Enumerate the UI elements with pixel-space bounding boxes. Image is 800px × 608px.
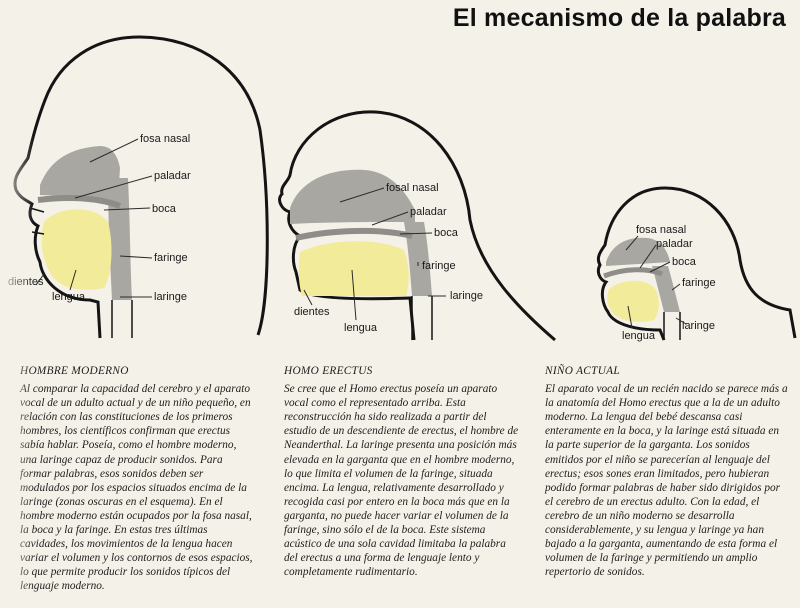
modern-nasal-cavity xyxy=(40,146,120,200)
erectus-palate xyxy=(296,231,412,238)
modern-palate xyxy=(38,198,120,206)
column-text: Se cree que el Homo erectus poseía un ap… xyxy=(284,382,519,579)
modern-label-teeth: dientes xyxy=(8,276,44,288)
column-modern-man: HOMBRE MODERNO Al comparar la capacidad … xyxy=(20,364,255,594)
modern-label-nasal: fosa nasal xyxy=(140,133,190,145)
column-homo-erectus: HOMO ERECTUS Se cree que el Homo erectus… xyxy=(284,364,519,579)
column-heading: HOMO ERECTUS xyxy=(284,364,519,378)
child-label-tongue: lengua xyxy=(622,330,656,342)
vocal-tract-diagram: fosa nasal paladar boca faringe laringe … xyxy=(0,0,800,360)
child-trachea xyxy=(664,312,680,340)
child-label-palate: paladar xyxy=(656,238,693,250)
modern-label-mouth: boca xyxy=(152,203,177,215)
child-label-larynx: laringe xyxy=(682,320,715,332)
modern-label-pharynx: faringe xyxy=(154,252,188,264)
modern-pharynx xyxy=(108,178,132,300)
column-child: NIÑO ACTUAL El aparato vocal de un recié… xyxy=(545,364,788,579)
column-heading: HOMBRE MODERNO xyxy=(20,364,255,378)
figure-child: fosa nasal paladar boca faringe laringe … xyxy=(598,188,795,342)
figure-homo-erectus: fosal nasal paladar boca faringe laringe… xyxy=(280,112,555,340)
column-heading: NIÑO ACTUAL xyxy=(545,364,788,378)
erectus-label-mouth: boca xyxy=(434,227,459,239)
modern-label-palate: paladar xyxy=(154,170,191,182)
modern-label-larynx: laringe xyxy=(154,291,187,303)
erectus-label-larynx: laringe xyxy=(450,290,483,302)
column-text: Al comparar la capacidad del cerebro y e… xyxy=(20,382,255,593)
modern-tongue xyxy=(42,209,112,290)
child-label-mouth: boca xyxy=(672,256,697,268)
erectus-label-tongue: lengua xyxy=(344,322,378,334)
child-label-pharynx: faringe xyxy=(682,277,716,289)
erectus-label-palate: paladar xyxy=(410,206,447,218)
modern-trachea xyxy=(112,300,132,338)
erectus-label-nasal: fosal nasal xyxy=(386,182,439,194)
erectus-label-teeth: dientes xyxy=(294,306,330,318)
child-label-nasal: fosa nasal xyxy=(636,224,686,236)
erectus-trachea xyxy=(412,296,432,340)
column-text: El aparato vocal de un recién nacido se … xyxy=(545,382,788,579)
child-tongue xyxy=(607,281,659,322)
erectus-label-pharynx: faringe xyxy=(422,260,456,272)
modern-label-tongue: lengua xyxy=(52,291,86,303)
figure-modern-man: fosa nasal paladar boca faringe laringe … xyxy=(8,37,267,338)
